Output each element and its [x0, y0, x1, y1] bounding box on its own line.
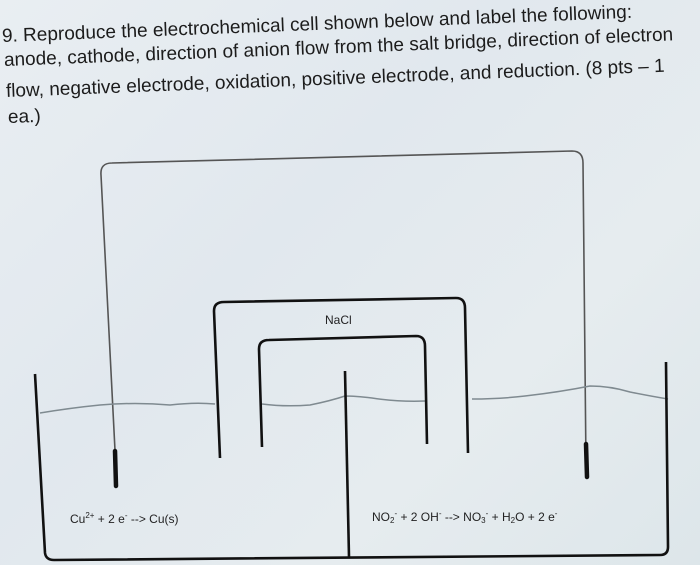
nitrate: NO — [463, 510, 482, 524]
salt-bridge-outer — [212, 296, 470, 459]
bridge-inner-surface — [261, 395, 426, 407]
electron-charge: - — [124, 511, 128, 520]
left-half-reaction: Cu2+ + 2 e- --> Cu(s) — [70, 511, 179, 526]
hydroxide: + 2 OH — [397, 510, 439, 524]
cu-charge: 2+ — [85, 511, 95, 520]
cu-solid: Cu(s) — [149, 512, 179, 526]
right-solution-surface — [471, 385, 669, 400]
right-electrode — [583, 441, 590, 480]
nitrate-charge: - — [485, 509, 489, 518]
beaker — [33, 361, 670, 562]
hydroxide-charge: - — [438, 509, 442, 518]
salt-bridge-inner — [257, 334, 429, 448]
nitrite-charge: - — [394, 509, 398, 518]
reaction-arrow: --> — [441, 510, 464, 524]
nitrite-sub: 2 — [390, 516, 395, 525]
nitrite: NO — [372, 510, 390, 524]
beaker-divider — [343, 370, 351, 558]
external-wire — [100, 150, 587, 471]
left-electrode — [112, 448, 119, 489]
salt-bridge-label: NaCl — [325, 313, 352, 327]
reaction-arrow: --> — [127, 512, 150, 526]
left-solution-surface — [39, 402, 216, 414]
cu-ion: Cu — [70, 512, 86, 526]
electron-charge: - — [554, 509, 558, 518]
water-rest: O + 2 e — [515, 510, 555, 524]
water-sub: 2 — [510, 516, 516, 525]
water: + H — [488, 510, 511, 524]
electrons-term: + 2 e — [94, 512, 125, 526]
nitrate-sub: 3 — [481, 516, 486, 525]
right-half-reaction: NO2- + 2 OH- --> NO3- + H2O + 2 e- — [372, 509, 557, 525]
